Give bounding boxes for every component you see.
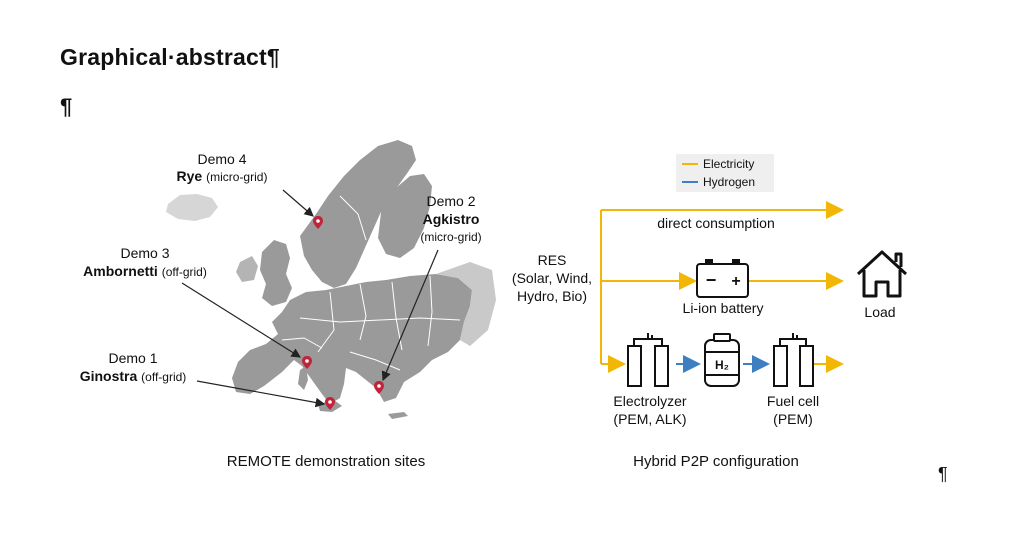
demo3-label: Demo 3 Ambornetti (off-grid) [83,245,207,279]
eastern-europe-shape [436,262,496,346]
demo2-number: Demo 2 [426,193,475,209]
res-label-line2: (Solar, Wind, [512,270,592,286]
p2p-caption: Hybrid P2P configuration [633,453,799,470]
direct-consumption-label: direct consumption [657,215,775,231]
electrolyzer-label-line2: (PEM, ALK) [613,411,686,427]
h2-label: H₂ [715,358,729,372]
demo2-label: Demo 2 Agkistro (micro-grid) [420,193,481,244]
demo4-name: Rye [177,168,203,184]
hydrogen-tank-icon [704,333,740,387]
fuelcell-label-line2: (PEM) [773,411,813,427]
demo1-name: Ginostra [80,368,138,384]
demo4-arrow [282,189,314,217]
paragraph-mark-end: ¶ [938,464,948,484]
crete-shape [388,412,408,419]
demo4-number: Demo 4 [197,151,246,167]
map-caption: REMOTE demonstration sites [227,453,425,470]
demo2-type: (micro-grid) [420,230,481,244]
finland-shape [378,174,432,258]
demo3-number: Demo 3 [120,245,169,261]
page-title: Graphical·abstract¶ [60,44,280,70]
demo3-type: (off-grid) [162,265,207,279]
demo3-site: Ambornetti (off-grid) [83,263,207,279]
electrolyzer-label-line1: Electrolyzer [613,393,686,409]
demo4-label: Demo 4 Rye (micro-grid) [177,151,268,184]
res-label-line1: RES [538,252,567,268]
fuelcell-label-line1: Fuel cell [767,393,819,409]
demo4-type: (micro-grid) [206,170,267,184]
continent-shape [232,274,472,404]
demo4-site: Rye (micro-grid) [177,168,268,184]
legend-box [676,154,774,192]
battery-icon [696,259,749,298]
demo2-arrow [381,249,439,382]
ireland-shape [236,256,258,282]
battery-plus-sign: + [731,273,740,290]
demo2-name: Agkistro [423,211,480,227]
electricity-flows [600,201,844,373]
res-label-line3: Hydro, Bio) [517,288,587,304]
map-pin-icon [374,381,384,394]
paragraph-mark: ¶ [60,94,73,119]
demo1-site: Ginostra (off-grid) [80,368,187,384]
map-pin-icon [302,356,312,369]
load-label: Load [864,304,895,320]
sardinia-shape [298,366,308,390]
map-pin-icon [313,216,323,229]
demo1-label: Demo 1 Ginostra (off-grid) [80,350,187,384]
demo1-type: (off-grid) [141,370,186,384]
britain-shape [260,240,292,306]
battery-label: Li-ion battery [683,300,764,316]
demo-leader-arrows [181,189,439,408]
demo3-name: Ambornetti [83,263,158,279]
demo-pins [302,216,384,410]
p2p-legend: Electricity Hydrogen [676,154,774,192]
legend-electricity-label: Electricity [703,157,754,171]
battery-minus-sign: − [706,270,717,290]
demo3-arrow [181,282,302,358]
house-icon [856,250,908,298]
europe-map [166,140,496,419]
fuel-cell-icon [773,333,814,387]
demo1-number: Demo 1 [108,350,157,366]
electrolyzer-icon [627,333,669,387]
map-pin-icon [325,397,335,410]
iceland-shape [166,194,218,221]
demo1-arrow [196,380,326,408]
legend-hydrogen-label: Hydrogen [703,175,755,189]
